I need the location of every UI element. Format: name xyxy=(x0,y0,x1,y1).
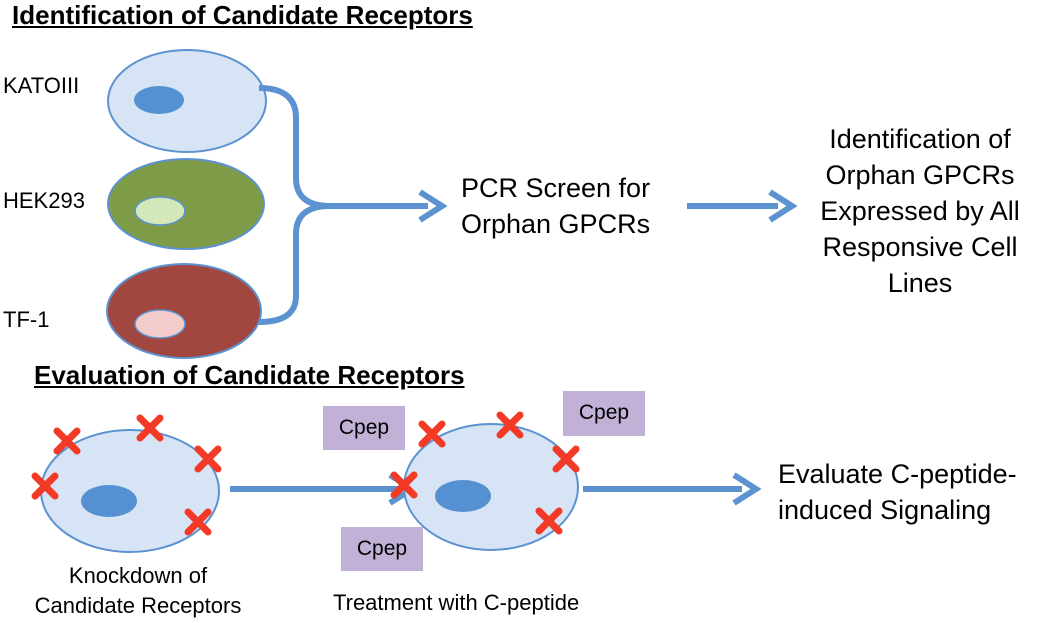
arrow-to-treated-cell xyxy=(230,472,418,506)
cell-line-label-tf1: TF-1 xyxy=(3,307,50,332)
result-line: Responsive Cell xyxy=(822,232,1018,262)
cpep-label: Cpep xyxy=(578,401,630,424)
cpep-label: Cpep xyxy=(338,416,390,439)
knockdown-caption: Knockdown of Candidate Receptors xyxy=(8,561,268,621)
arrow-to-evaluate xyxy=(583,472,762,506)
pcr-screen-line: Orphan GPCRs xyxy=(461,209,651,239)
identification-result-text: Identification of Orphan GPCRs Expressed… xyxy=(800,121,1040,301)
cpep-box xyxy=(341,527,423,571)
knockdown-caption-line: Candidate Receptors xyxy=(34,593,242,618)
pcr-screen-line: PCR Screen for xyxy=(461,173,651,203)
result-line: Identification of xyxy=(829,124,1011,154)
treatment-caption: Treatment with C-peptide xyxy=(333,590,580,615)
cell-line-label-hek293: HEK293 xyxy=(3,188,85,213)
arrow-to-identification xyxy=(687,189,798,223)
cell-line-label-katoiii: KATOIII xyxy=(3,73,80,98)
hek293-cell xyxy=(107,158,265,250)
katoiii-cell xyxy=(107,49,267,153)
tf1-cell xyxy=(106,263,262,359)
result-line: Orphan GPCRs xyxy=(825,160,1015,190)
cpep-box xyxy=(323,406,405,450)
heading-identification: Identification of Candidate Receptors xyxy=(12,0,473,30)
evaluate-line: Evaluate C-peptide- xyxy=(778,459,1017,489)
pcr-screen-text: PCR Screen for Orphan GPCRs xyxy=(461,170,650,242)
result-line: Expressed by All xyxy=(820,196,1020,226)
heading-evaluation: Evaluation of Candidate Receptors xyxy=(34,360,465,390)
knockdown-cell xyxy=(40,429,220,553)
evaluate-line: induced Signaling xyxy=(778,495,992,525)
arrow-to-pcr-screen xyxy=(330,189,448,223)
evaluate-text: Evaluate C-peptide- induced Signaling xyxy=(778,456,1017,528)
grouping-brace xyxy=(258,85,331,325)
result-line: Lines xyxy=(887,268,953,298)
knockdown-caption-line: Knockdown of xyxy=(68,563,208,588)
treated-cell xyxy=(403,423,579,551)
cpep-label: Cpep xyxy=(356,537,408,560)
cpep-box xyxy=(563,391,645,436)
